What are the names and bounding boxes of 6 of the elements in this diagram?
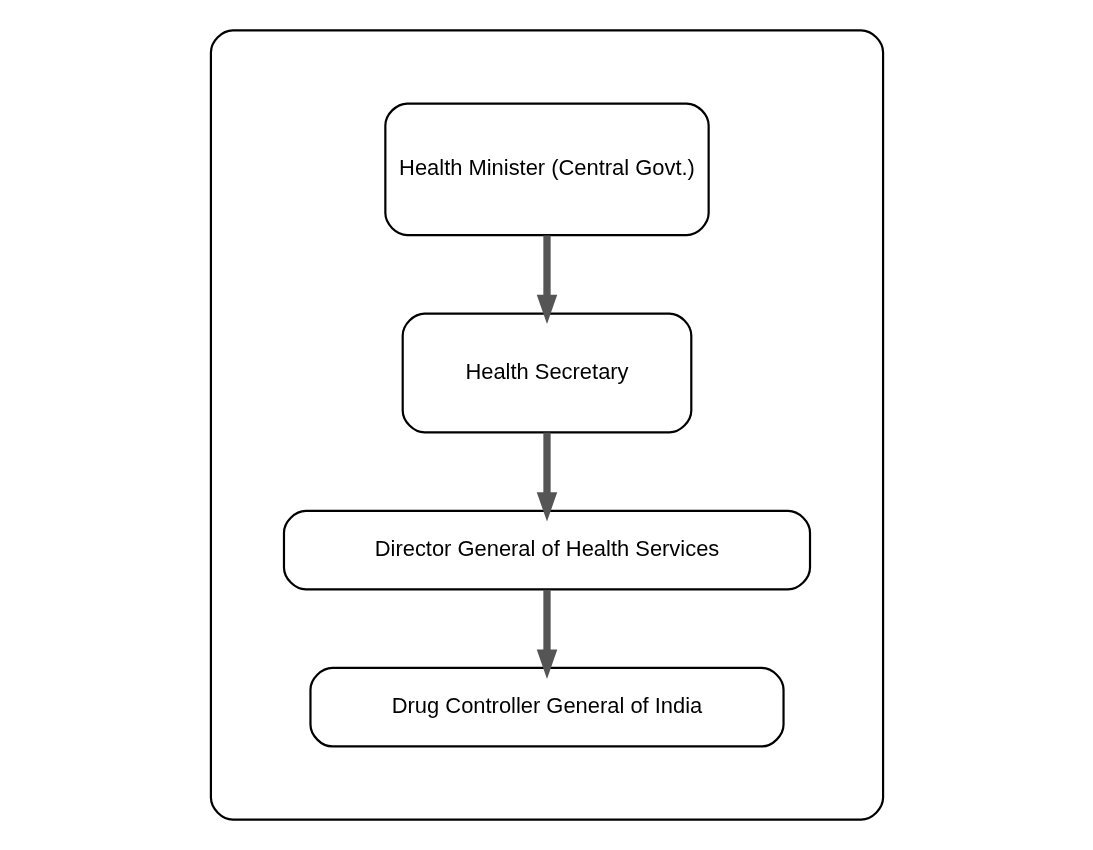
node-box: Director General of Health Services xyxy=(282,509,811,591)
node-box: Health Secretary xyxy=(401,312,692,434)
node-box: Drug Controller General of India xyxy=(308,666,785,748)
cluster xyxy=(209,29,884,821)
arrow xyxy=(536,589,557,679)
node-box: Health Minister (Central Govt.) xyxy=(383,102,710,237)
